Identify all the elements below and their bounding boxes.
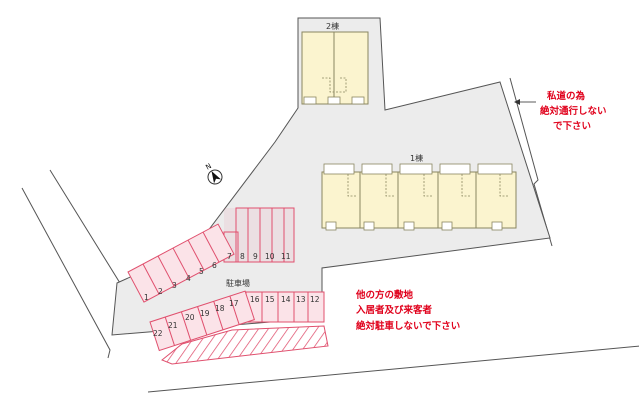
private-road-note-line2: 絶対通行しない [540,105,607,117]
building-2-label: 2棟 [326,21,339,31]
other-land-note-line3: 絶対駐車しないで下さい [356,320,460,332]
parking-slot-15: 15 [265,295,275,304]
other-land-note-line1: 他の方の敷地 [355,289,414,301]
parking-slot-3: 3 [172,281,177,290]
building-1: 1棟 [321,153,517,231]
parking-slot-18: 18 [215,304,225,313]
parking-slot-16: 16 [250,295,260,304]
building-2: 2棟 [301,21,369,105]
parking-row-17-22 [149,290,256,352]
parking-slot-14: 14 [281,295,291,304]
parking-slot-19: 19 [200,309,210,318]
other-land-hatched-area [161,325,329,365]
private-road-note: 私道の為 絶対通行しない で下さい [540,90,607,132]
parking-slot-1: 1 [144,293,149,302]
parking-slot-6: 6 [212,261,217,270]
pointer-arrow-icon [514,99,536,105]
parking-label: 駐車場 [226,278,250,288]
building-1-label: 1棟 [410,153,423,163]
parking-row-12-16 [245,291,325,323]
parking-slot-12: 12 [310,295,320,304]
compass-north-icon: N [204,162,223,185]
parking-slot-4: 4 [186,274,191,283]
other-land-note-line2: 入居者及び来客者 [355,304,433,316]
private-road-note-line3: で下さい [553,121,591,132]
parking-slot-9: 9 [253,252,258,261]
parking-slot-2: 2 [158,287,163,296]
parking-slot-10: 10 [265,252,275,261]
compass-north-label: N [204,162,213,172]
parking-row-1-6 [127,223,235,303]
parking-slot-21: 21 [168,321,178,330]
parking-slot-22: 22 [153,329,163,338]
other-land-note: 他の方の敷地 入居者及び来客者 絶対駐車しないで下さい [355,289,460,332]
parking-slot-8: 8 [240,252,245,261]
parking-slot-11: 11 [281,252,291,261]
parking-slot-numbers: 1 2 3 4 5 6 7 8 9 10 11 12 13 14 15 16 1… [144,252,320,338]
parking-slot-20: 20 [185,313,195,322]
parking-slot-5: 5 [199,267,204,276]
parking-slot-13: 13 [296,295,306,304]
parking-slot-17: 17 [229,299,239,308]
parking-row-7-11 [223,207,295,263]
parking-slot-7: 7 [227,252,232,261]
private-road-note-line1: 私道の為 [546,90,586,102]
